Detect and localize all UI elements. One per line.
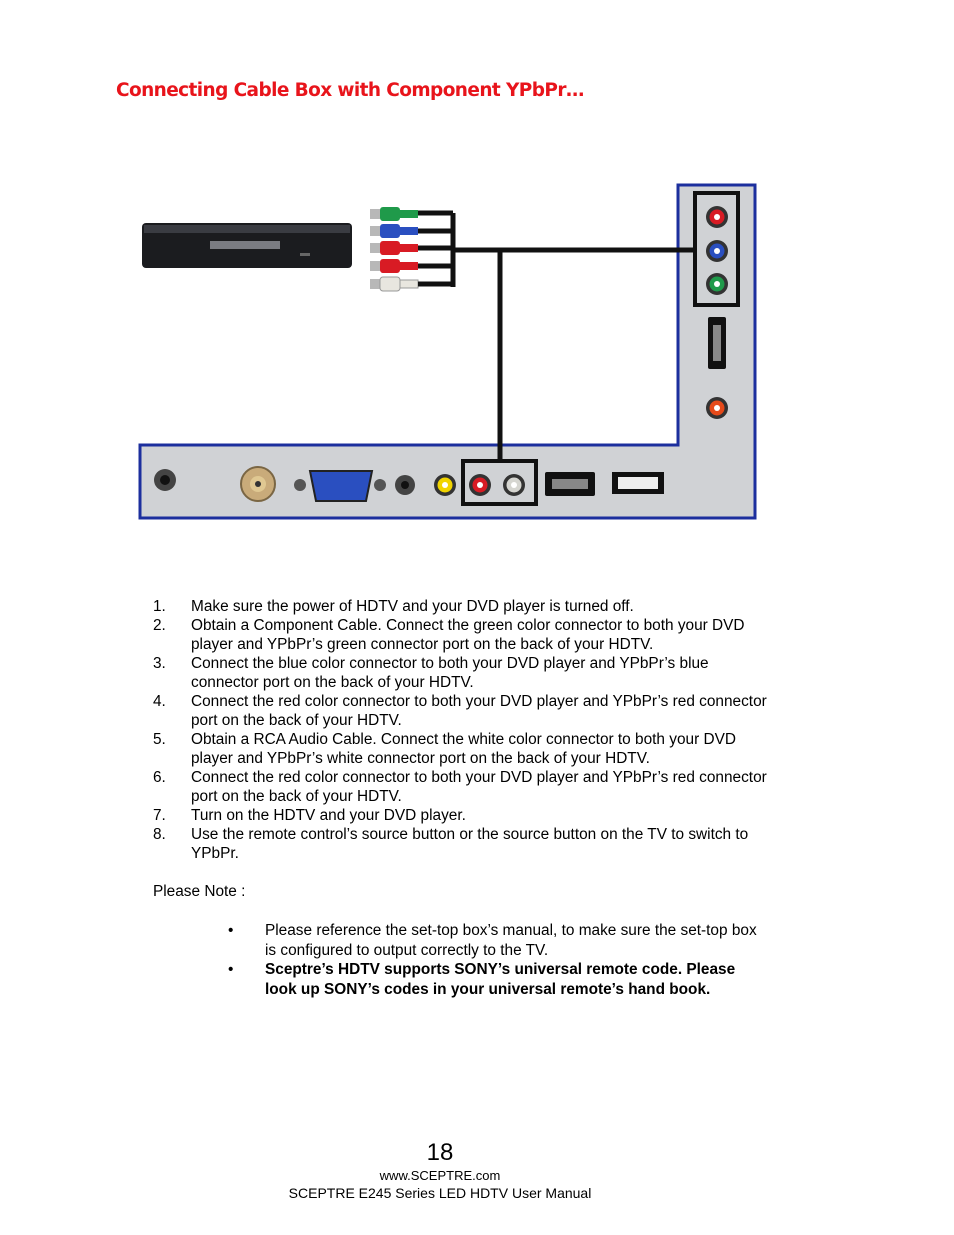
list-item: 8.Use the remote control’s source button… xyxy=(153,826,749,862)
cable-box xyxy=(142,223,352,268)
vga-port xyxy=(294,470,386,502)
side-ports xyxy=(706,206,728,419)
list-item: 6.Connect the red color connector to bot… xyxy=(153,769,767,805)
list-item: 4.Connect the red color connector to bot… xyxy=(153,693,767,729)
list-item: 5.Obtain a RCA Audio Cable. Connect the … xyxy=(153,731,736,767)
connection-diagram xyxy=(138,183,757,520)
page-number: 18 xyxy=(426,1139,454,1166)
bottom-audio-group xyxy=(461,459,538,506)
website: www.SCEPTRE.com xyxy=(379,1168,501,1183)
green-plug xyxy=(370,207,418,221)
list-item: •Please reference the set-top box’s manu… xyxy=(228,922,757,959)
manual-name: SCEPTRE E245 Series LED HDTV User Manual xyxy=(288,1185,592,1201)
page-title: Connecting Cable Box with Component YPbP… xyxy=(116,80,584,101)
bottom-ports xyxy=(154,459,664,506)
component-plugs xyxy=(370,207,419,292)
cables xyxy=(418,210,695,463)
list-item: •Sceptre’s HDTV supports SONY’s universa… xyxy=(228,961,736,998)
list-item: 3.Connect the blue color connector to bo… xyxy=(153,655,709,691)
red-plug-1 xyxy=(370,241,418,255)
note-label: Please Note : xyxy=(153,883,246,900)
notes-list: •Please reference the set-top box’s manu… xyxy=(228,921,768,999)
list-item: 7.Turn on the HDTV and your DVD player. xyxy=(153,807,466,824)
blue-plug xyxy=(370,224,418,238)
instruction-steps: 1.Make sure the power of HDTV and your D… xyxy=(153,597,773,863)
side-component-group xyxy=(693,191,740,307)
list-item: 1.Make sure the power of HDTV and your D… xyxy=(153,598,634,615)
red-plug-2 xyxy=(370,259,418,273)
white-plug xyxy=(370,276,419,292)
list-item: 2.Obtain a Component Cable. Connect the … xyxy=(153,617,745,653)
